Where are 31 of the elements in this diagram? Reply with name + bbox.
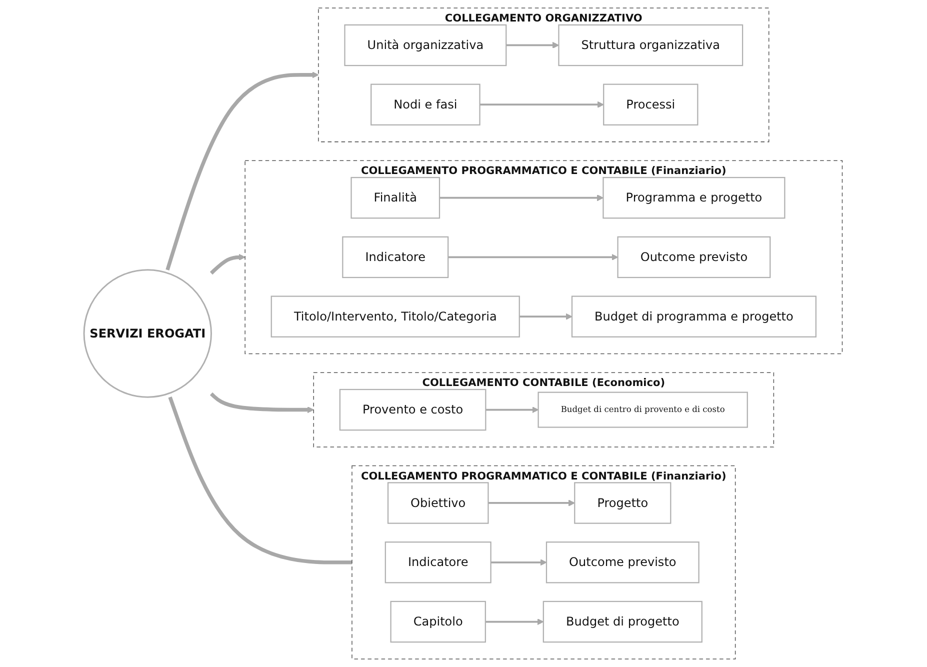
arrow: [480, 101, 604, 108]
node-box: Nodi e fasi: [370, 84, 481, 126]
arrow: [440, 194, 604, 202]
node-box: Capitolo: [390, 600, 486, 643]
node-box: Outcome previsto: [618, 236, 772, 278]
node-box: Struttura organizzativa: [558, 24, 744, 66]
node-box: Unità organizzativa: [344, 24, 508, 66]
node-box: Outcome previsto: [546, 542, 700, 584]
node-box: Progetto: [574, 482, 672, 524]
arrow: [491, 559, 548, 566]
node-box: Indicatore: [385, 542, 492, 584]
node-box: Budget di centro di provento e di costo: [538, 392, 748, 428]
node-box: Titolo/Intervento, Titolo/Categoria: [271, 296, 520, 338]
arrow: [166, 72, 320, 270]
arrow: [488, 500, 576, 506]
arrow: [486, 406, 539, 414]
node-box: Budget di progetto: [543, 600, 703, 643]
arrow: [448, 254, 618, 260]
arrow: [210, 254, 246, 275]
arrow: [520, 313, 573, 320]
arrow: [486, 618, 544, 626]
node-box: Processi: [603, 84, 699, 126]
node-box: Provento e costo: [340, 388, 487, 431]
arrow: [506, 42, 560, 49]
node-box: Budget di programma e progetto: [572, 296, 817, 338]
node-box: Programma e progetto: [603, 176, 786, 219]
node-box: Obiettivo: [388, 482, 490, 524]
arrow: [210, 392, 314, 414]
node-circle: SERVIZI EROGATI: [84, 269, 212, 398]
node-box: Finalità: [351, 176, 440, 219]
node-box: Indicatore: [342, 236, 449, 278]
